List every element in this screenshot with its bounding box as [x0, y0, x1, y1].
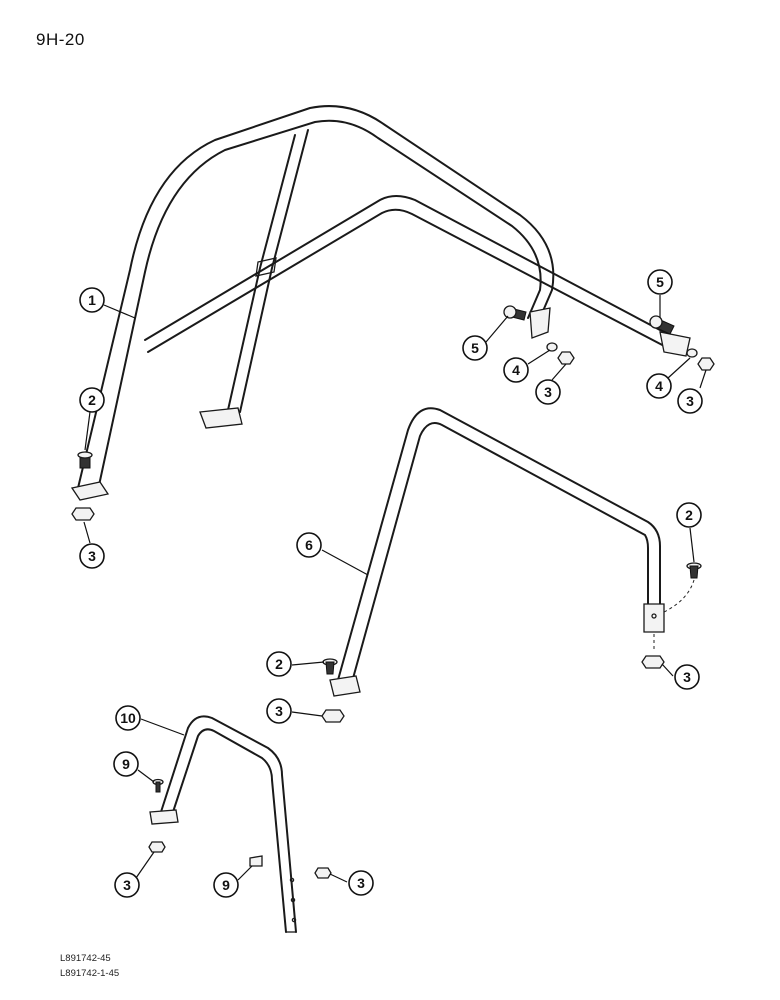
- nut-icon: [641, 655, 665, 669]
- bolt-head-icon: [77, 451, 93, 459]
- main-frame-diagonal-brace-inner: [239, 129, 309, 413]
- svg-text:2: 2: [88, 392, 96, 408]
- callout-3-middle: 3: [266, 698, 292, 724]
- main-frame-rear-rail-inner: [147, 208, 669, 353]
- side-hoop-foot-bracket: [329, 675, 361, 697]
- front-foot-bracket: [70, 481, 110, 501]
- brace-foot-bracket: [199, 407, 243, 429]
- callout-9-lower: 9: [213, 872, 239, 898]
- small-hoop-assembly: [149, 715, 297, 933]
- small-hoop-outer: [159, 715, 297, 933]
- svg-text:3: 3: [123, 877, 131, 893]
- main-frame-front-hoop: [77, 105, 555, 489]
- side-hoop-inner: [351, 422, 649, 683]
- nut-icon: [71, 507, 95, 521]
- svg-text:3: 3: [686, 393, 694, 409]
- small-hoop-foot-bracket: [149, 809, 179, 825]
- hardware-group-side: [321, 562, 702, 723]
- svg-text:2: 2: [275, 656, 283, 672]
- bolt-head-icon: [649, 315, 663, 329]
- side-hoop-outer: [337, 407, 661, 681]
- callout-3-left: 3: [79, 543, 105, 569]
- hardware-group-top: [71, 305, 715, 521]
- drawing-reference-2: L891742-1-45: [60, 968, 120, 979]
- svg-text:10: 10: [120, 710, 136, 726]
- nut-icon: [148, 841, 166, 853]
- rail-end-bracket: [659, 331, 691, 357]
- main-frame-assembly: [70, 105, 691, 501]
- svg-text:6: 6: [305, 537, 313, 553]
- screw-icon: [249, 855, 263, 867]
- leader-lines: [83, 295, 707, 883]
- main-frame-front-hoop-inner: [97, 119, 542, 491]
- page-number: 9H-20: [36, 30, 85, 49]
- washer-icon: [686, 348, 698, 358]
- svg-text:4: 4: [512, 362, 520, 378]
- svg-text:1: 1: [88, 292, 96, 308]
- callout-9-upper: 9: [113, 751, 139, 777]
- callout-4-left: 4: [503, 357, 529, 383]
- nut-icon: [557, 351, 575, 365]
- callout-2-left: 2: [79, 387, 105, 413]
- svg-text:9: 9: [222, 877, 230, 893]
- small-hoop-inner: [171, 728, 287, 933]
- callout-4-right: 4: [646, 373, 672, 399]
- svg-text:3: 3: [275, 703, 283, 719]
- hoop-end-bracket: [529, 307, 551, 339]
- bolt-icon: [689, 565, 699, 579]
- main-frame-diagonal-brace: [227, 134, 296, 411]
- svg-text:4: 4: [655, 378, 663, 394]
- washer-icon: [546, 342, 558, 352]
- bolt-icon: [325, 661, 335, 675]
- callouts: 1 2 3 5 4 3 5 4: [79, 269, 703, 898]
- callout-1: 1: [79, 287, 105, 313]
- svg-text:3: 3: [88, 548, 96, 564]
- svg-text:2: 2: [685, 507, 693, 523]
- svg-text:3: 3: [683, 669, 691, 685]
- callout-2-right: 2: [676, 502, 702, 528]
- callout-6: 6: [296, 532, 322, 558]
- nut-icon: [321, 709, 345, 723]
- callout-3-top-right: 3: [677, 388, 703, 414]
- callout-2-middle: 2: [266, 651, 292, 677]
- side-hoop-assembly: [329, 407, 665, 697]
- hardware-group-bottom: [148, 778, 332, 879]
- nut-icon: [314, 867, 332, 879]
- svg-text:3: 3: [357, 875, 365, 891]
- callout-3-bottom-left: 3: [114, 872, 140, 898]
- callout-5-left: 5: [462, 335, 488, 361]
- callout-5-right: 5: [647, 269, 673, 295]
- svg-text:5: 5: [656, 274, 664, 290]
- callout-3-bottom-right: 3: [348, 870, 374, 896]
- callout-10: 10: [115, 705, 141, 731]
- svg-text:9: 9: [122, 756, 130, 772]
- callout-3-right: 3: [674, 664, 700, 690]
- bolt-head-icon: [503, 305, 517, 319]
- screw-icon: [155, 781, 161, 793]
- svg-text:3: 3: [544, 384, 552, 400]
- svg-text:5: 5: [471, 340, 479, 356]
- callout-3-top-middle: 3: [535, 379, 561, 405]
- drawing-reference-1: L891742-45: [60, 953, 111, 964]
- nut-icon: [697, 357, 715, 371]
- main-frame-rear-rail: [144, 195, 676, 341]
